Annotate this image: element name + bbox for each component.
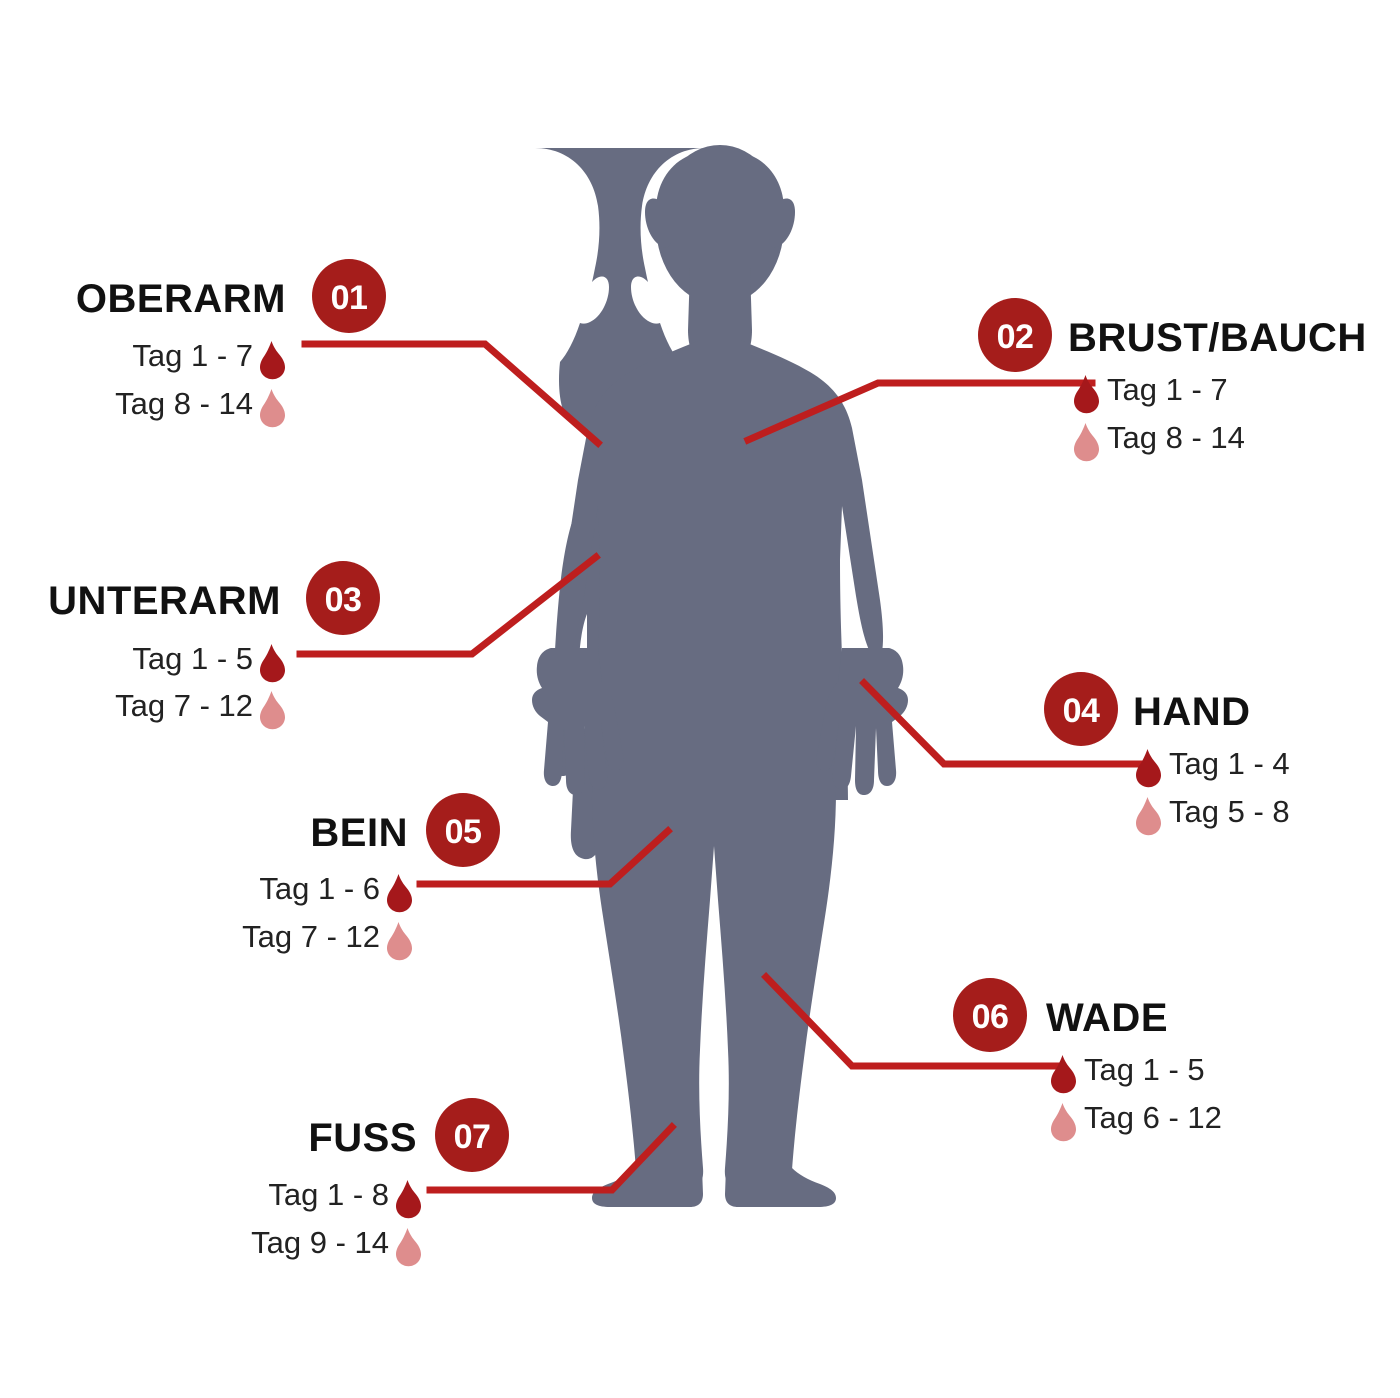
- badge-number-02: 02: [997, 318, 1034, 356]
- leader-line-05: [416, 826, 673, 888]
- region-title-fuss: FUSS: [308, 1116, 417, 1160]
- tag-row-03a-label: Tag 1 - 5: [132, 641, 253, 676]
- badge-circle-07[interactable]: [435, 1098, 509, 1172]
- blood-drop-light-icon: [396, 1228, 421, 1267]
- blood-drop-light-icon: [387, 922, 412, 961]
- badge-number-04: 04: [1063, 692, 1100, 730]
- tag-row-07a-label: Tag 1 - 8: [268, 1177, 389, 1212]
- blood-drop-light-icon: [260, 691, 285, 730]
- tag-row-05b-label: Tag 7 - 12: [242, 919, 380, 954]
- tag-row-02a-label: Tag 1 - 7: [1107, 372, 1228, 407]
- badge-number-03: 03: [325, 581, 362, 619]
- region-title-unterarm: UNTERARM: [48, 579, 281, 623]
- leader-line-06: [761, 972, 1060, 1070]
- blood-drop-light-icon: [1051, 1103, 1076, 1142]
- tag-row-02b-label: Tag 8 - 14: [1107, 420, 1245, 455]
- region-wade[interactable]: 06 WADE Tag 1 - 5 Tag 6 - 12: [953, 978, 1222, 1142]
- badge-circle-05[interactable]: [426, 793, 500, 867]
- badge-circle-02[interactable]: [978, 298, 1052, 372]
- tag-row-04a-label: Tag 1 - 4: [1169, 746, 1290, 781]
- blood-drop-light-icon: [1136, 797, 1161, 836]
- leader-lines: [296, 340, 1144, 1194]
- region-title-oberarm: OBERARM: [76, 277, 286, 321]
- region-title-hand: HAND: [1133, 690, 1251, 734]
- blood-drop-dark-icon: [1051, 1055, 1076, 1094]
- tag-row-06a-label: Tag 1 - 5: [1084, 1052, 1205, 1087]
- region-title-brust-bauch: BRUST/BAUCH: [1068, 316, 1367, 360]
- tag-row-03b-label: Tag 7 - 12: [115, 688, 253, 723]
- blood-drop-dark-icon: [396, 1180, 421, 1219]
- badge-circle-01[interactable]: [312, 259, 386, 333]
- leader-line-03: [296, 552, 601, 658]
- blood-drop-light-icon: [1074, 423, 1099, 462]
- badge-circle-03[interactable]: [306, 561, 380, 635]
- tag-row-01a-label: Tag 1 - 7: [132, 338, 253, 373]
- body-parts: [532, 145, 908, 1207]
- tag-row-06b-label: Tag 6 - 12: [1084, 1100, 1222, 1135]
- badge-number-05: 05: [445, 813, 482, 851]
- region-title-wade: WADE: [1046, 996, 1168, 1040]
- region-bein[interactable]: 05 BEIN Tag 1 - 6 Tag 7 - 12: [242, 793, 500, 961]
- leader-line-07: [426, 1122, 677, 1194]
- badge-number-06: 06: [972, 998, 1009, 1036]
- leader-line-02: [743, 379, 1096, 445]
- badge-circle-06[interactable]: [953, 978, 1027, 1052]
- badge-circle-04[interactable]: [1044, 672, 1118, 746]
- badge-number-01: 01: [331, 279, 368, 317]
- leader-line-01: [301, 340, 603, 448]
- badge-number-07: 07: [454, 1118, 491, 1156]
- blood-drop-light-icon: [260, 389, 285, 428]
- blood-drop-dark-icon: [387, 874, 412, 913]
- region-unterarm[interactable]: 03 UNTERARM Tag 1 - 5 Tag 7 - 12: [48, 561, 380, 730]
- region-fuss[interactable]: 07 FUSS Tag 1 - 8 Tag 9 - 14: [251, 1098, 509, 1267]
- leader-line-04: [859, 678, 1144, 768]
- tag-row-01b-label: Tag 8 - 14: [115, 386, 253, 421]
- tag-row-05a-label: Tag 1 - 6: [259, 871, 380, 906]
- region-oberarm[interactable]: 01 OBERARM Tag 1 - 7 Tag 8 - 14: [76, 259, 386, 428]
- region-brust-bauch[interactable]: 02 BRUST/BAUCH Tag 1 - 7 Tag 8 - 14: [978, 298, 1367, 462]
- blood-drop-dark-icon: [260, 644, 285, 683]
- region-title-bein: BEIN: [310, 811, 408, 855]
- blood-drop-dark-icon: [260, 341, 285, 380]
- blood-drop-dark-icon: [1136, 749, 1161, 788]
- tag-row-04b-label: Tag 5 - 8: [1169, 794, 1290, 829]
- region-hand[interactable]: 04 HAND Tag 1 - 4 Tag 5 - 8: [1044, 672, 1290, 836]
- tag-row-07b-label: Tag 9 - 14: [251, 1225, 389, 1260]
